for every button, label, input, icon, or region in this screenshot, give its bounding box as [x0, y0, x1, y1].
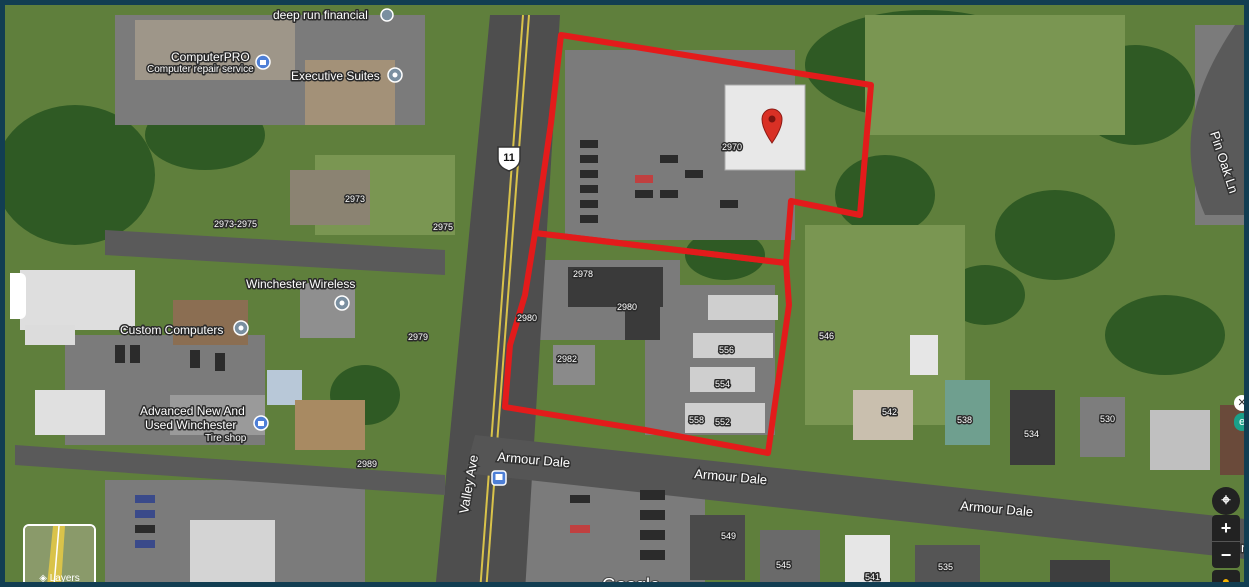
roads [15, 14, 1244, 582]
poi-advanced-tire-line1: Advanced New And [140, 404, 245, 418]
pin-oak-road [1190, 25, 1244, 215]
shopping-bag-icon [253, 415, 269, 431]
poi-computerpro: ComputerPRO [171, 50, 250, 64]
svg-text:538: 538 [957, 415, 972, 425]
place-pin-icon [233, 320, 249, 336]
svg-text:2970: 2970 [722, 142, 742, 152]
layers-label: ◈ Layers [39, 573, 80, 584]
poi-custom-computers: Custom Computers [120, 323, 223, 337]
side-road-south [15, 445, 445, 495]
armour-dale-road [465, 435, 1244, 559]
svg-text:2978: 2978 [573, 269, 593, 279]
layers-thumbnail [25, 526, 94, 582]
svg-text:535: 535 [938, 562, 953, 572]
bus-stop-icon[interactable] [491, 470, 507, 486]
google-attribution: Google [602, 575, 660, 587]
svg-text:2980: 2980 [517, 313, 537, 323]
south-parcel-outline [502, 230, 792, 456]
parcel-boundaries [502, 32, 874, 456]
shopping-bag-icon [255, 54, 271, 70]
layers-icon: ◈ [39, 573, 47, 584]
poi-advanced-tire-line2: Used Winchester [145, 418, 236, 432]
place-pin-icon [387, 67, 403, 83]
svg-text:546: 546 [819, 331, 834, 341]
poi-deep-run-financial: deep run financial [273, 8, 368, 22]
poi-labels[interactable]: deep run financial ComputerPRO Computer … [119, 7, 403, 446]
zoom-out-button[interactable]: − [1212, 542, 1240, 568]
locate-button[interactable]: ⌖ [1212, 487, 1240, 515]
svg-text:541: 541 [865, 572, 880, 582]
svg-text:545: 545 [776, 560, 791, 570]
svg-text:2982: 2982 [557, 354, 577, 364]
zoom-in-icon: + [1220, 517, 1232, 538]
svg-text:549: 549 [721, 531, 736, 541]
pegman-icon: ● [1221, 573, 1231, 587]
side-road-north [105, 230, 445, 275]
svg-text:552: 552 [715, 417, 730, 427]
locate-icon: ⌖ [1221, 492, 1231, 509]
location-pin-icon[interactable] [761, 108, 783, 144]
svg-text:2980: 2980 [617, 302, 637, 312]
zoom-out-icon: − [1220, 544, 1232, 565]
address-labels: 2970 2973 2973-2975 2975 2978 2980 2980 … [213, 141, 1117, 583]
north-parcel-outline [532, 32, 874, 266]
zoom-in-button[interactable]: + [1212, 515, 1240, 541]
svg-text:558: 558 [689, 415, 704, 425]
poi-deep-run-pin-icon [380, 8, 394, 22]
buildings [20, 20, 1244, 582]
layers-button[interactable]: ◈ Layers [23, 524, 96, 584]
svg-text:2989: 2989 [357, 459, 377, 469]
place-pin-icon [334, 295, 350, 311]
poi-computerpro-subtitle: Computer repair service [147, 64, 254, 75]
valley-ave-road [435, 15, 560, 582]
svg-text:556: 556 [719, 345, 734, 355]
pegman-button[interactable]: ● [1212, 570, 1240, 587]
svg-text:2979: 2979 [408, 332, 428, 342]
svg-text:2973-2975: 2973-2975 [214, 219, 257, 229]
badge-icon[interactable]: e [1234, 413, 1244, 431]
poi-executive-suites: Executive Suites [291, 69, 380, 83]
side-panel-handle[interactable] [10, 273, 26, 319]
svg-text:554: 554 [715, 379, 730, 389]
route-shield-icon: 11 [497, 146, 521, 172]
satellite-map[interactable]: 11 Valley Ave Armour Dale Armour Dale Ar… [5, 5, 1249, 587]
close-icon[interactable]: ✕ [1234, 395, 1244, 411]
route-number: 11 [503, 152, 515, 164]
svg-text:2975: 2975 [433, 222, 453, 232]
svg-text:530: 530 [1100, 414, 1115, 424]
svg-text:2973: 2973 [345, 194, 365, 204]
parked-cars [115, 140, 738, 560]
poi-winchester-wireless: Winchester Wireless [246, 277, 355, 291]
svg-text:534: 534 [1024, 429, 1039, 439]
svg-text:542: 542 [882, 407, 897, 417]
edge-road-letter: m [1241, 540, 1249, 555]
poi-advanced-tire-subtitle: Tire shop [205, 433, 247, 444]
